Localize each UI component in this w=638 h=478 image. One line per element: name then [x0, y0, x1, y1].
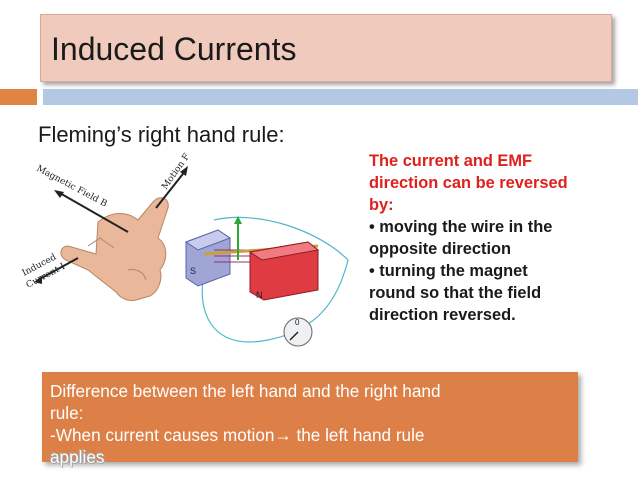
bottom-callout-line: rule:	[50, 403, 84, 423]
notes-bullet-line: round so that the field	[369, 284, 542, 302]
notes-bullet-line: • turning the magnet	[369, 262, 528, 280]
fleming-illustration: Magnetic Field B Motion F Induced Curren…	[21, 152, 349, 347]
notes-block: The current and EMF direction can be rev…	[369, 150, 631, 326]
title-box: Induced Currents	[40, 14, 612, 82]
slide-subtitle: Fleming’s right hand rule:	[38, 122, 285, 147]
accent-bar-orange	[0, 89, 37, 105]
bottom-callout-line: Difference between the left hand and the…	[50, 381, 441, 401]
bottom-callout-box: Difference between the left hand and the…	[42, 372, 578, 467]
notes-bullet-line: direction reversed.	[369, 306, 516, 324]
notes-bullet-line: opposite direction	[369, 240, 512, 258]
notes-bullet-line: • moving the wire in the	[369, 218, 553, 236]
magnet-diagram: S N 0	[184, 216, 349, 347]
hand-illustration	[60, 197, 169, 301]
motion-arrow	[155, 169, 187, 209]
north-pole-label: N	[256, 290, 263, 300]
slide-title: Induced Currents	[51, 31, 297, 67]
accent-bar-blue	[43, 89, 638, 105]
motion-label: Motion F	[160, 152, 192, 192]
notes-heading-line: direction can be reversed	[369, 174, 568, 192]
bottom-callout-overflow: applies	[50, 447, 105, 467]
induced-current-arrow	[37, 257, 79, 281]
bottom-callout-line: -When current causes motion→ the left ha…	[50, 425, 425, 445]
magnetic-field-arrow	[57, 191, 129, 233]
notes-heading-line: by:	[369, 196, 394, 214]
notes-heading-line: The current and EMF	[369, 152, 533, 170]
magnetic-field-label: Magnetic Field B	[35, 164, 109, 210]
bottom-callout-text: Difference between the left hand and the…	[50, 380, 570, 468]
south-pole-label: S	[190, 266, 196, 276]
meter-zero-label: 0	[295, 318, 300, 327]
